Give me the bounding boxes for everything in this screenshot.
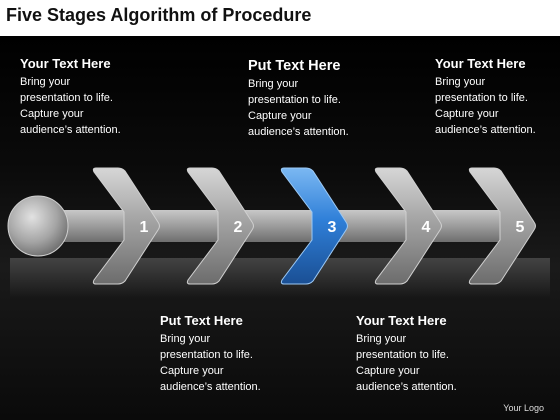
connector-bar (36, 210, 516, 242)
stage-1-number: 1 (140, 219, 149, 236)
text-block-heading: Your Text Here (435, 56, 526, 71)
stage-3-number: 3 (328, 219, 337, 236)
text-block-top-center: Put Text Here Bring your presentation to… (248, 58, 358, 140)
text-block-body: Bring your presentation to life. Capture… (356, 333, 457, 393)
text-block-heading: Put Text Here (248, 58, 341, 74)
text-block-heading: Your Text Here (356, 313, 447, 328)
stage-2-number: 2 (234, 219, 243, 236)
stage-4-arrow (374, 167, 442, 285)
title-bar: Five Stages Algorithm of Procedure (0, 0, 560, 36)
stage-5-arrow (468, 167, 536, 285)
start-circle (7, 195, 69, 257)
text-block-heading: Your Text Here (20, 56, 111, 71)
stage-1-arrow (92, 167, 160, 285)
logo-text: Your Logo (503, 403, 544, 413)
text-block-bottom-left: Put Text Here Bring your presentation to… (160, 313, 270, 395)
text-block-body: Bring your presentation to life. Capture… (248, 78, 349, 138)
text-block-bottom-right: Your Text Here Bring your presentation t… (356, 313, 466, 395)
stage-2-arrow (186, 167, 254, 285)
text-block-heading: Put Text Here (160, 313, 243, 328)
text-block-body: Bring your presentation to life. Capture… (435, 76, 536, 136)
text-block-top-left: Your Text Here Bring your presentation t… (20, 56, 130, 138)
stage-4-number: 4 (422, 219, 431, 236)
diagram-reflection (10, 258, 550, 298)
text-block-top-right: Your Text Here Bring your presentation t… (435, 56, 545, 138)
page-title: Five Stages Algorithm of Procedure (6, 5, 312, 25)
text-block-body: Bring your presentation to life. Capture… (20, 76, 121, 136)
stage-3-arrow (280, 167, 348, 285)
text-block-body: Bring your presentation to life. Capture… (160, 333, 261, 393)
stage-5-number: 5 (516, 219, 525, 236)
